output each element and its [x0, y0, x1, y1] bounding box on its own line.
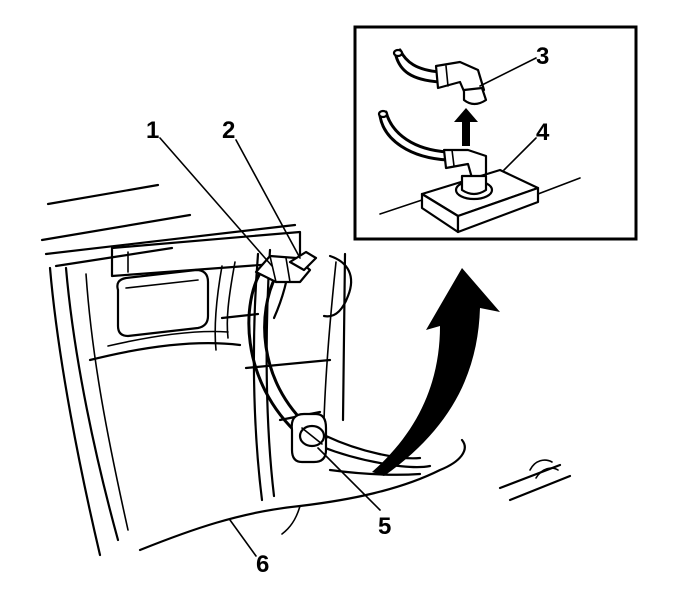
- inset-hose-disconnected: [392, 48, 488, 106]
- callout-5: 5: [378, 513, 391, 540]
- callout-2: 2: [222, 117, 235, 144]
- body-panel-structure: [40, 183, 572, 557]
- callout-labels: 1 2 3 4 5 6: [146, 43, 550, 578]
- leader-lines: [159, 57, 537, 557]
- detail-inset: [353, 25, 638, 241]
- callout-6: 6: [256, 551, 269, 578]
- curved-direction-arrow: [372, 268, 500, 476]
- callout-3: 3: [536, 43, 549, 70]
- callout-4: 4: [536, 119, 550, 146]
- hose-clip: [290, 412, 328, 464]
- inset-mounting-base: [379, 168, 581, 234]
- inset-up-arrow: [454, 108, 478, 146]
- nozzle-inlet: [288, 250, 318, 272]
- callout-1: 1: [146, 117, 159, 144]
- washer-hose: [247, 268, 432, 469]
